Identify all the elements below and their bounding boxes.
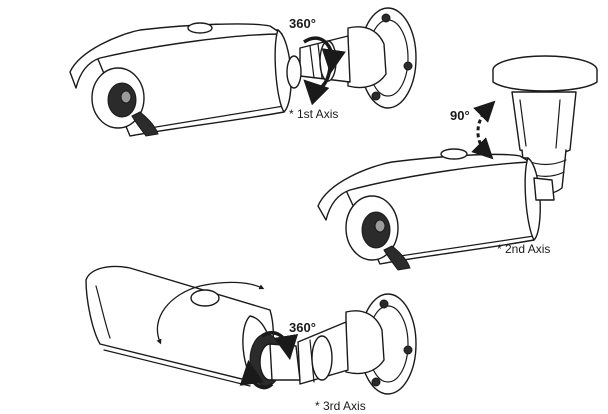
camera-bottom [85,265,417,395]
rotation-arrow-top-lower [303,67,332,106]
camera-body-top [69,22,302,137]
camera-body-right [317,148,555,271]
ceiling-mount-right [492,55,598,195]
axis-label-2nd: * 2nd Axis [497,242,551,256]
camera-body-bottom [85,265,301,387]
rotation-arrow-body [156,281,265,345]
axis-label-3rd: * 3rd Axis [315,399,366,413]
camera-right [317,55,598,271]
wall-mount-bottom [297,293,417,395]
camera-top [69,7,417,137]
rotation-arrow-top [303,36,346,75]
rotation-arrow-bottom [261,331,299,361]
tilt-arrow-right [471,100,496,160]
wall-mount-top [347,7,417,109]
rotation-arrow-bottom-lower [239,359,274,390]
rotation-label-bottom: 360° [289,320,316,335]
rotation-label-top: 360° [289,16,316,31]
tilt-label: 90° [450,108,470,123]
axis-label-1st: * 1st Axis [289,107,339,121]
